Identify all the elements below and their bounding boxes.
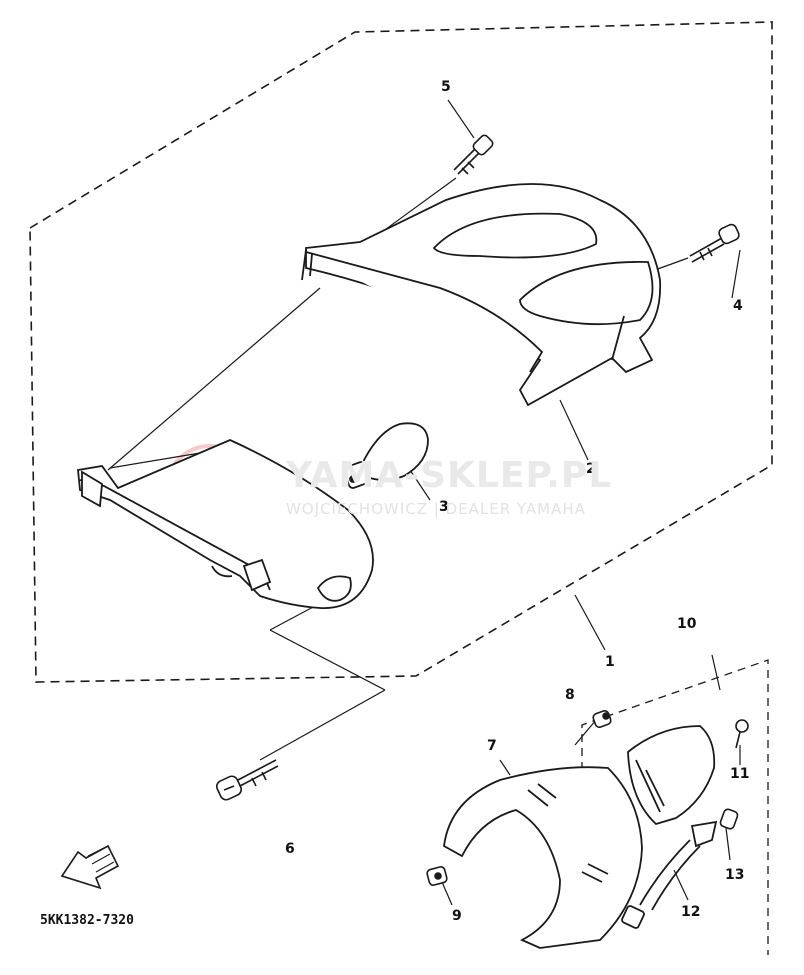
callout-part-10: 10 xyxy=(677,616,697,632)
callout-part-11: 11 xyxy=(730,766,750,782)
assembly-boundary xyxy=(29,21,773,683)
drawing-code: 5KK1382-7320 xyxy=(40,913,134,928)
callout-part-1: 1 xyxy=(605,654,615,670)
subassembly-boundary xyxy=(581,659,769,955)
watermark-subtitle: WOJCIECHOWICZ | DEALER YAMAHA xyxy=(286,500,586,518)
nut-part-8 xyxy=(592,710,612,728)
housing-part-1 xyxy=(77,439,374,609)
callout-part-2: 2 xyxy=(586,461,596,477)
callout-part-3: 3 xyxy=(439,499,449,515)
bulb-part-3 xyxy=(343,422,429,489)
screw-part-5 xyxy=(453,134,494,175)
callout-part-12: 12 xyxy=(681,904,701,920)
screw-part-4 xyxy=(689,223,740,263)
callout-part-9: 9 xyxy=(452,908,462,924)
wire-part-12 xyxy=(621,820,718,929)
watermark-title: YAMA-SKLEP.PL xyxy=(286,455,613,496)
callout-part-6: 6 xyxy=(285,841,295,857)
front-arrow-icon xyxy=(60,844,120,890)
screw-part-11 xyxy=(735,719,749,749)
screw-part-6 xyxy=(215,759,279,801)
lens-cover-part-2 xyxy=(301,183,662,407)
callout-part-8: 8 xyxy=(565,687,575,703)
callout-part-7: 7 xyxy=(487,738,497,754)
leader-lines xyxy=(107,99,741,906)
nut-part-9 xyxy=(426,866,448,886)
callout-part-4: 4 xyxy=(733,298,743,314)
callout-part-5: 5 xyxy=(441,79,451,95)
bracket-part-7 xyxy=(443,766,643,949)
clip-part-13 xyxy=(719,808,739,830)
socket-part-10 xyxy=(627,725,716,826)
callout-part-13: 13 xyxy=(725,867,745,883)
